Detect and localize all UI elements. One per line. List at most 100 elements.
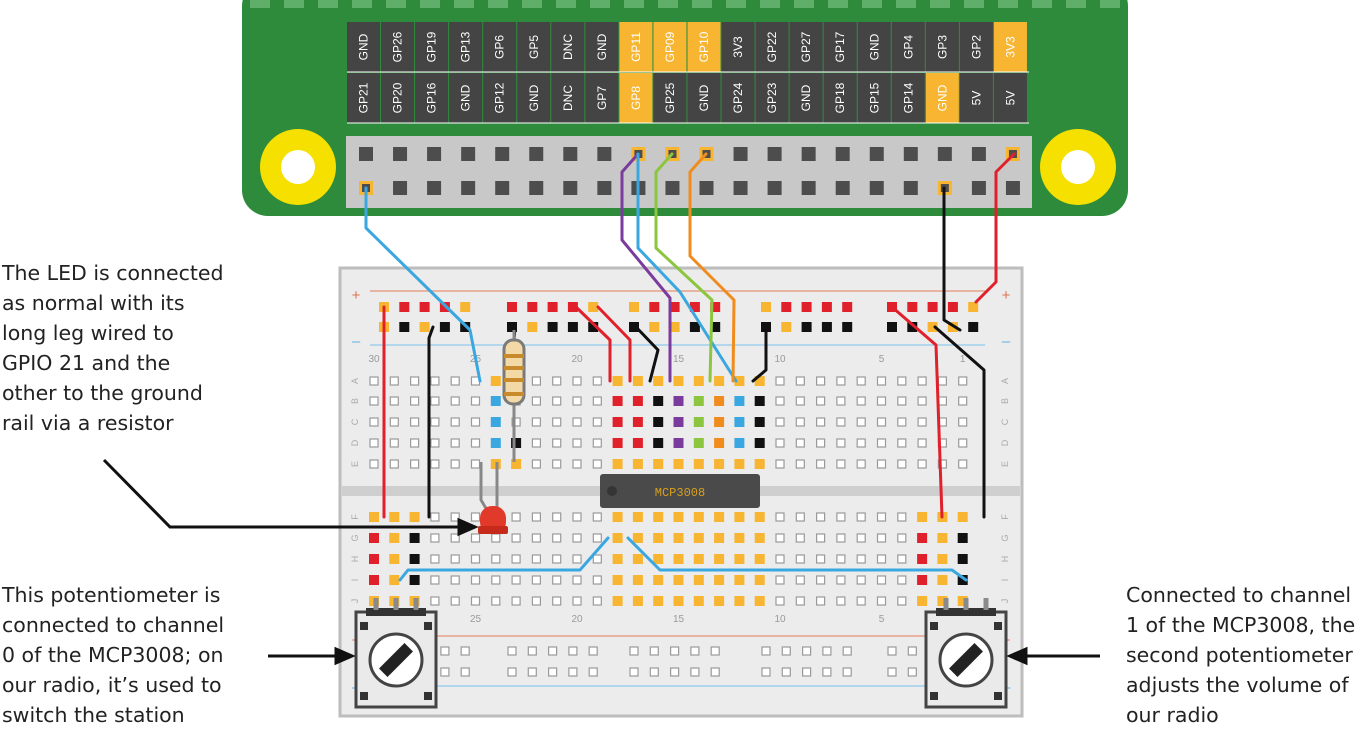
pin-label-gp14: GP14 <box>891 73 925 123</box>
svg-text:GP6: GP6 <box>493 35 507 59</box>
led <box>478 462 508 534</box>
callout-line: adjusts the volume of <box>1126 673 1349 697</box>
pin-label-dnc: DNC <box>551 73 585 123</box>
svg-text:3V3: 3V3 <box>1003 36 1017 58</box>
svg-text:GP12: GP12 <box>493 82 507 113</box>
svg-text:30: 30 <box>368 354 380 365</box>
svg-text:+: + <box>1002 287 1011 304</box>
svg-text:GP22: GP22 <box>765 31 779 62</box>
svg-text:GP09: GP09 <box>663 31 677 62</box>
pin-label-gp09: GP09 <box>653 22 687 72</box>
svg-text:GP2: GP2 <box>969 35 983 59</box>
svg-text:H: H <box>350 556 360 563</box>
svg-text:GND: GND <box>595 33 609 60</box>
svg-text:GP11: GP11 <box>629 32 643 62</box>
svg-text:25: 25 <box>470 614 482 625</box>
svg-text:B: B <box>1000 398 1010 404</box>
svg-text:E: E <box>350 461 360 467</box>
svg-text:GP17: GP17 <box>833 31 847 62</box>
callout-line: 1 of the MCP3008, the <box>1126 613 1356 637</box>
callout-line: other to the ground <box>2 381 203 405</box>
callout-line: our radio <box>1126 703 1219 727</box>
svg-text:GND: GND <box>459 84 473 111</box>
svg-text:GND: GND <box>935 84 949 111</box>
wire-pot0-ch0 <box>398 536 610 582</box>
callout-line: rail via a resistor <box>2 411 174 435</box>
svg-text:GP14: GP14 <box>901 82 915 113</box>
svg-text:GP15: GP15 <box>867 82 881 113</box>
callout-line: The LED is connected <box>2 261 224 285</box>
svg-text:GP21: GP21 <box>357 82 371 113</box>
svg-text:20: 20 <box>571 354 583 365</box>
arrow-to-led <box>102 458 460 529</box>
pin-label-gnd: GND <box>585 22 619 72</box>
pin-label-gp11: GP11 <box>619 22 653 72</box>
svg-text:GP20: GP20 <box>391 82 405 113</box>
svg-text:GND: GND <box>799 84 813 111</box>
pin-label-gnd: GND <box>789 73 823 123</box>
svg-text:D: D <box>350 439 360 446</box>
callout-line: second potentiometer <box>1126 643 1353 667</box>
svg-text:E: E <box>1000 461 1010 467</box>
pin-label-gp4: GP4 <box>891 22 925 72</box>
pin-label-gp7: GP7 <box>585 73 619 123</box>
svg-text:GP7: GP7 <box>595 86 609 110</box>
svg-text:GND: GND <box>697 84 711 111</box>
svg-text:GP8: GP8 <box>629 86 643 110</box>
pin-label-gp3: GP3 <box>925 22 959 72</box>
pin-label-gp15: GP15 <box>857 73 891 123</box>
wires <box>364 152 1016 582</box>
callout-arrows <box>102 458 1100 666</box>
svg-text:GP18: GP18 <box>833 82 847 113</box>
svg-text:GP13: GP13 <box>459 31 473 62</box>
wire-gp8 <box>620 152 672 383</box>
svg-text:A: A <box>350 378 360 384</box>
svg-text:GP26: GP26 <box>391 31 405 62</box>
svg-text:J: J <box>1000 599 1010 604</box>
svg-text:DNC: DNC <box>561 34 575 60</box>
svg-text:5: 5 <box>879 614 885 625</box>
wire-chip-vref <box>574 305 612 383</box>
svg-text:G: G <box>350 534 360 541</box>
wire-gp25 <box>636 152 738 383</box>
svg-text:I: I <box>1000 579 1010 582</box>
pin-label-dnc: DNC <box>551 22 585 72</box>
pin-label-gp16: GP16 <box>415 73 449 123</box>
pin-label-gp13: GP13 <box>449 22 483 72</box>
svg-text:C: C <box>1000 418 1010 425</box>
wire-gnd <box>942 186 962 332</box>
pin-label-gp24: GP24 <box>721 73 755 123</box>
pin-label-gnd: GND <box>347 22 380 72</box>
wire-gp09 <box>654 152 714 383</box>
pin-label-gp8: GP8 <box>619 73 653 123</box>
pin-label-gp27: GP27 <box>789 22 823 72</box>
svg-text:MCP3008: MCP3008 <box>655 486 705 500</box>
svg-text:GND: GND <box>527 84 541 111</box>
wire-rail-black-1 <box>427 325 435 519</box>
svg-text:F: F <box>1000 514 1010 520</box>
wire-pot1-ch1 <box>626 536 968 582</box>
pin-label-gp25: GP25 <box>653 73 687 123</box>
callout-line: long leg wired to <box>2 321 174 345</box>
callout-line: Connected to channel <box>1126 583 1352 607</box>
svg-text:5V: 5V <box>969 91 983 106</box>
callout-line: 0 of the MCP3008; on <box>2 643 224 667</box>
svg-text:G: G <box>1000 534 1010 541</box>
pin-label-5v: 5V <box>993 73 1027 123</box>
pin-label-gp22: GP22 <box>755 22 789 72</box>
svg-text:A: A <box>1000 378 1010 384</box>
svg-text:GP27: GP27 <box>799 31 813 62</box>
pin-label-gp2: GP2 <box>959 22 993 72</box>
wire-chip-agnd <box>634 325 660 383</box>
wire-3v3 <box>974 152 1016 304</box>
svg-text:GP19: GP19 <box>425 31 439 62</box>
pin-label-3v3: 3V3 <box>721 22 755 72</box>
svg-text:10: 10 <box>774 614 786 625</box>
callout-potentiometer-1: Connected to channel 1 of the MCP3008, th… <box>1126 580 1355 730</box>
wire-chip-dgnd <box>751 325 768 383</box>
wire-gp21-led <box>364 186 482 383</box>
wire-rail-black-2 <box>933 325 986 519</box>
